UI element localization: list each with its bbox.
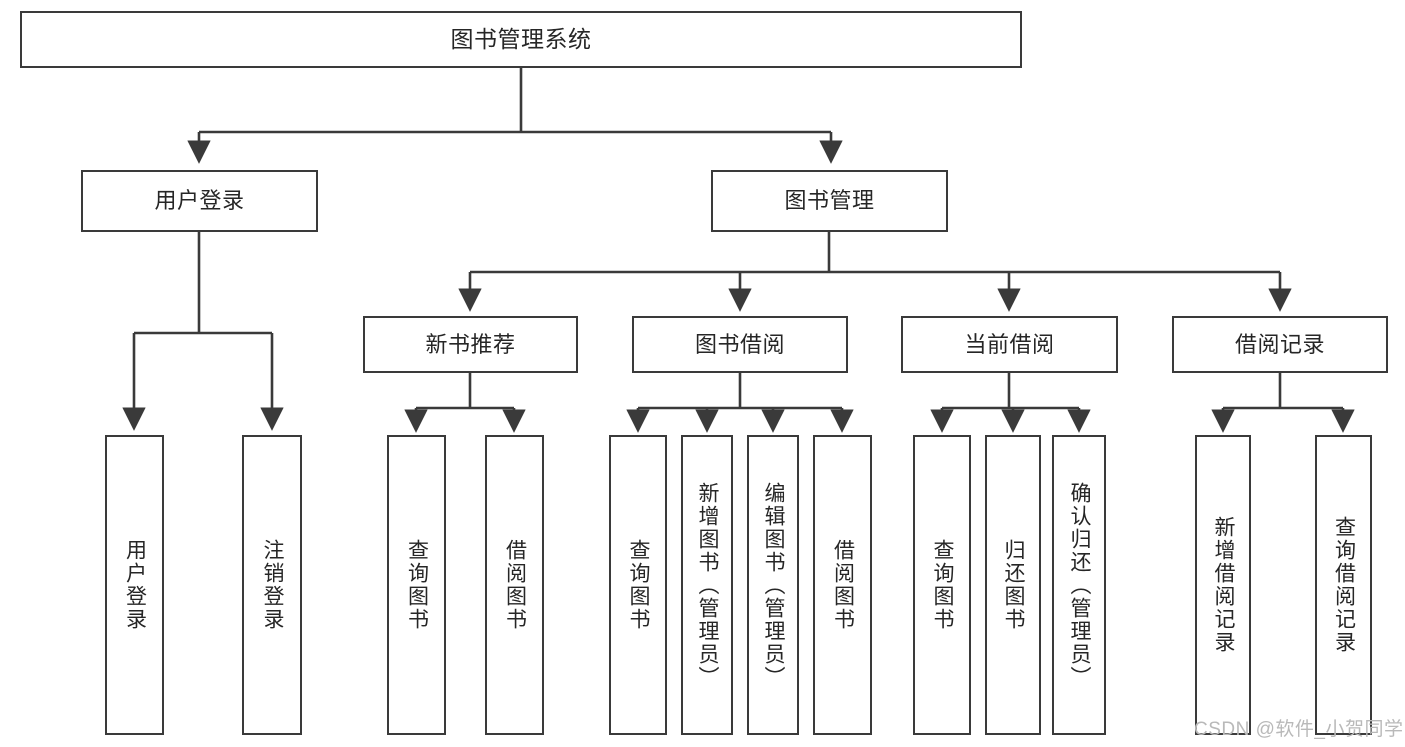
leaf-logout[interactable]: 注销登录 xyxy=(242,435,302,735)
leaf-query-book-current[interactable]: 查询图书 xyxy=(913,435,971,735)
node-label: 新书推荐 xyxy=(425,331,516,357)
node-label: 注销登录 xyxy=(261,539,285,631)
node-label: 用户登录 xyxy=(154,188,245,214)
node-label: 图书管理系统 xyxy=(450,25,592,52)
node-label: 归还图书 xyxy=(1002,539,1026,631)
node-borrow-record[interactable]: 借阅记录 xyxy=(1172,316,1388,373)
node-label: 新增借阅记录 xyxy=(1212,516,1236,654)
leaf-return-book[interactable]: 归还图书 xyxy=(985,435,1041,735)
node-label: 查询图书 xyxy=(627,539,651,631)
node-book-borrow[interactable]: 图书借阅 xyxy=(632,316,848,373)
node-label: 编辑图书（管理员） xyxy=(762,481,786,689)
node-label: 用户登录 xyxy=(123,539,147,631)
node-label: 新增图书（管理员） xyxy=(696,481,720,689)
leaf-add-borrow-record[interactable]: 新增借阅记录 xyxy=(1195,435,1251,735)
node-label: 借阅图书 xyxy=(503,539,527,631)
leaf-add-book-admin[interactable]: 新增图书（管理员） xyxy=(681,435,733,735)
node-book-manage[interactable]: 图书管理 xyxy=(711,170,948,232)
node-label: 图书借阅 xyxy=(694,331,785,357)
leaf-edit-book-admin[interactable]: 编辑图书（管理员） xyxy=(747,435,799,735)
node-label: 借阅图书 xyxy=(831,539,855,631)
leaf-query-book-borrow[interactable]: 查询图书 xyxy=(609,435,667,735)
leaf-query-borrow-record[interactable]: 查询借阅记录 xyxy=(1315,435,1372,735)
node-label: 查询图书 xyxy=(931,539,955,631)
leaf-user-login[interactable]: 用户登录 xyxy=(105,435,164,735)
node-new-book-recommend[interactable]: 新书推荐 xyxy=(363,316,578,373)
node-label: 图书管理 xyxy=(784,188,875,214)
leaf-borrow-book-new-rec[interactable]: 借阅图书 xyxy=(485,435,544,735)
node-label: 当前借阅 xyxy=(964,331,1055,357)
leaf-confirm-return-admin[interactable]: 确认归还（管理员） xyxy=(1052,435,1106,735)
node-label: 查询借阅记录 xyxy=(1332,516,1356,654)
node-root-system[interactable]: 图书管理系统 xyxy=(20,11,1022,68)
leaf-query-book-new-rec[interactable]: 查询图书 xyxy=(387,435,446,735)
node-label: 确认归还（管理员） xyxy=(1068,481,1092,689)
node-label: 查询图书 xyxy=(405,539,429,631)
node-label: 借阅记录 xyxy=(1234,331,1325,357)
leaf-borrow-book[interactable]: 借阅图书 xyxy=(813,435,872,735)
node-user-login[interactable]: 用户登录 xyxy=(81,170,318,232)
csdn-watermark: CSDN @软件_小贺同学 xyxy=(1194,719,1404,740)
node-current-borrow[interactable]: 当前借阅 xyxy=(901,316,1118,373)
